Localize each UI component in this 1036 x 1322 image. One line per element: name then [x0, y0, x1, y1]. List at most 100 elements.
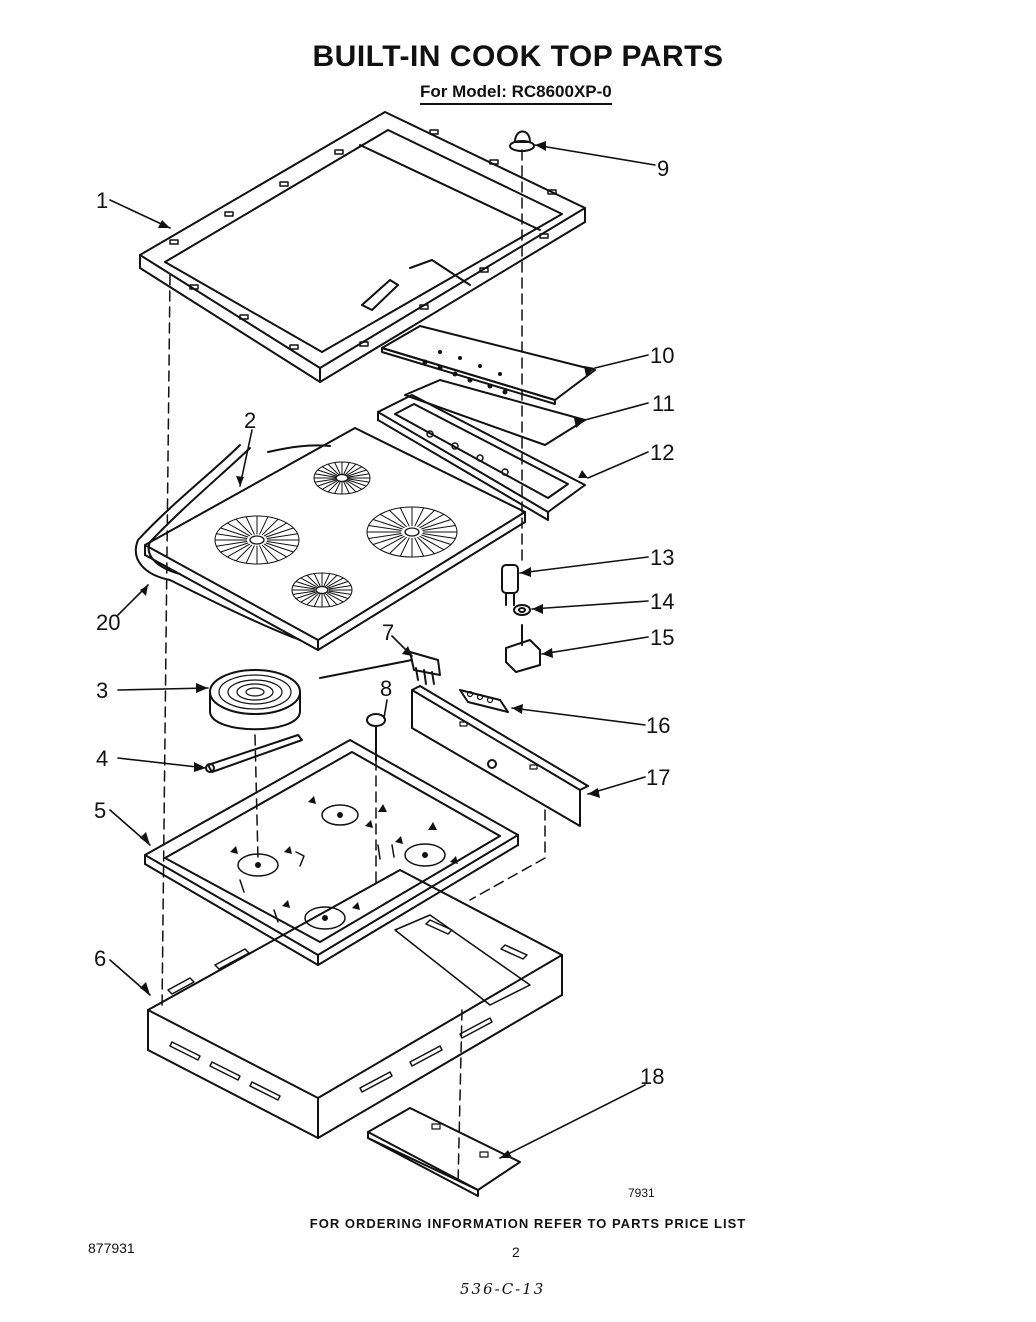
part-6-chassis-box	[147, 869, 563, 1139]
part-16-terminal-strip	[459, 689, 509, 713]
burner-ray	[347, 469, 367, 477]
burner-ray	[321, 480, 338, 490]
burner-ray	[245, 545, 255, 564]
handwritten-note: 536-C-13	[460, 1280, 546, 1298]
burner-ray	[399, 537, 410, 557]
burner-ray	[389, 536, 407, 555]
burner-ray	[345, 463, 357, 476]
burner-ray	[317, 469, 337, 477]
burner-ray	[368, 533, 402, 539]
burner-ray	[263, 522, 288, 537]
burner-ray	[306, 574, 319, 587]
burner-ray	[417, 536, 435, 555]
burner-ray	[226, 522, 251, 537]
burner-ray	[325, 574, 338, 587]
burner-ray	[325, 593, 338, 606]
callout-15: 15	[650, 625, 674, 650]
burner-ray	[343, 481, 350, 494]
burner-ray	[379, 535, 405, 551]
burner-ray	[265, 542, 294, 553]
model-number: For Model: RC8600XP-0	[420, 82, 612, 105]
burner-ray	[326, 592, 344, 603]
burner-ray	[414, 507, 425, 527]
callout-6: 6	[94, 946, 106, 971]
burner-ray	[215, 541, 248, 547]
callout-10: 10	[650, 343, 674, 368]
burner-ray	[345, 480, 357, 493]
burner-ray	[263, 543, 288, 558]
callout-18: 18	[640, 1064, 664, 1089]
document-code: 877931	[88, 1240, 135, 1256]
assembly-guide-lines	[161, 149, 546, 1186]
part-1-trim-frame	[139, 111, 586, 383]
callout-arrowheads	[140, 141, 600, 1158]
burner-ray	[417, 509, 435, 528]
callout-11: 11	[652, 391, 675, 416]
burner-ray	[292, 590, 316, 595]
part-5-burner-box	[144, 739, 519, 966]
burner-ray	[266, 541, 299, 547]
burner-ray	[346, 480, 363, 490]
burner-ray	[220, 527, 249, 538]
callout-12: 12	[650, 440, 674, 465]
burner-ray	[327, 480, 339, 493]
burner-ray	[419, 535, 445, 551]
burner-ray	[220, 542, 249, 553]
burner-ray	[261, 544, 279, 562]
burner-ray	[306, 593, 319, 606]
burner-ray	[295, 591, 317, 599]
burner-ray	[334, 481, 341, 494]
callout-5: 5	[94, 798, 106, 823]
burner-ray	[313, 593, 321, 607]
burner-ray	[295, 581, 317, 589]
burner-ray	[328, 590, 352, 595]
burner-ray	[215, 533, 248, 539]
burner-ray	[245, 516, 255, 535]
burner-ray	[368, 525, 402, 531]
burner-ray	[235, 544, 253, 562]
burner-ray	[389, 509, 407, 528]
burner-ray	[328, 585, 352, 590]
callout-7: 7	[382, 620, 394, 645]
burner-ray	[314, 478, 336, 483]
callout-17: 17	[646, 765, 670, 790]
burner-ray	[226, 543, 251, 558]
burner-ray	[327, 463, 339, 476]
burner-ray	[421, 534, 452, 545]
burner-ray	[414, 537, 425, 557]
callout-3: 3	[96, 678, 108, 703]
burner-ray	[343, 462, 350, 475]
burner-ray	[323, 573, 331, 587]
part-7-terminal-block	[319, 651, 441, 685]
burner-ray	[266, 533, 299, 539]
part-10-control-panel	[381, 325, 596, 405]
callout-2: 2	[244, 408, 256, 433]
burner-ray	[379, 513, 405, 529]
burner-ray	[235, 518, 253, 536]
burner-ray	[399, 507, 410, 527]
burner-ray	[326, 577, 344, 588]
burner-ray	[334, 462, 341, 475]
burner-ray	[348, 473, 370, 478]
burner-ray	[372, 519, 403, 530]
burner-ray	[259, 545, 269, 564]
burner-ray	[419, 513, 445, 529]
callout-20: 20	[96, 610, 120, 635]
part-3-coil-element	[209, 669, 301, 731]
callout-8: 8	[380, 676, 392, 701]
page-number: 2	[512, 1244, 520, 1260]
figure-number: 7931	[628, 1186, 655, 1200]
burner-ray	[259, 516, 269, 535]
part-12-control-bracket	[377, 394, 586, 521]
part-18-cover-plate	[367, 1107, 521, 1197]
part-20-gasket	[134, 444, 331, 641]
burner-ray	[292, 585, 316, 590]
part-9-knob	[509, 130, 535, 152]
burner-ray	[300, 592, 318, 603]
part-17-rear-bracket	[411, 685, 589, 827]
callout-4: 4	[96, 746, 108, 771]
callout-13: 13	[650, 545, 674, 570]
callout-16: 16	[646, 713, 670, 738]
burner-ray	[300, 577, 318, 588]
burner-ray	[317, 479, 337, 487]
